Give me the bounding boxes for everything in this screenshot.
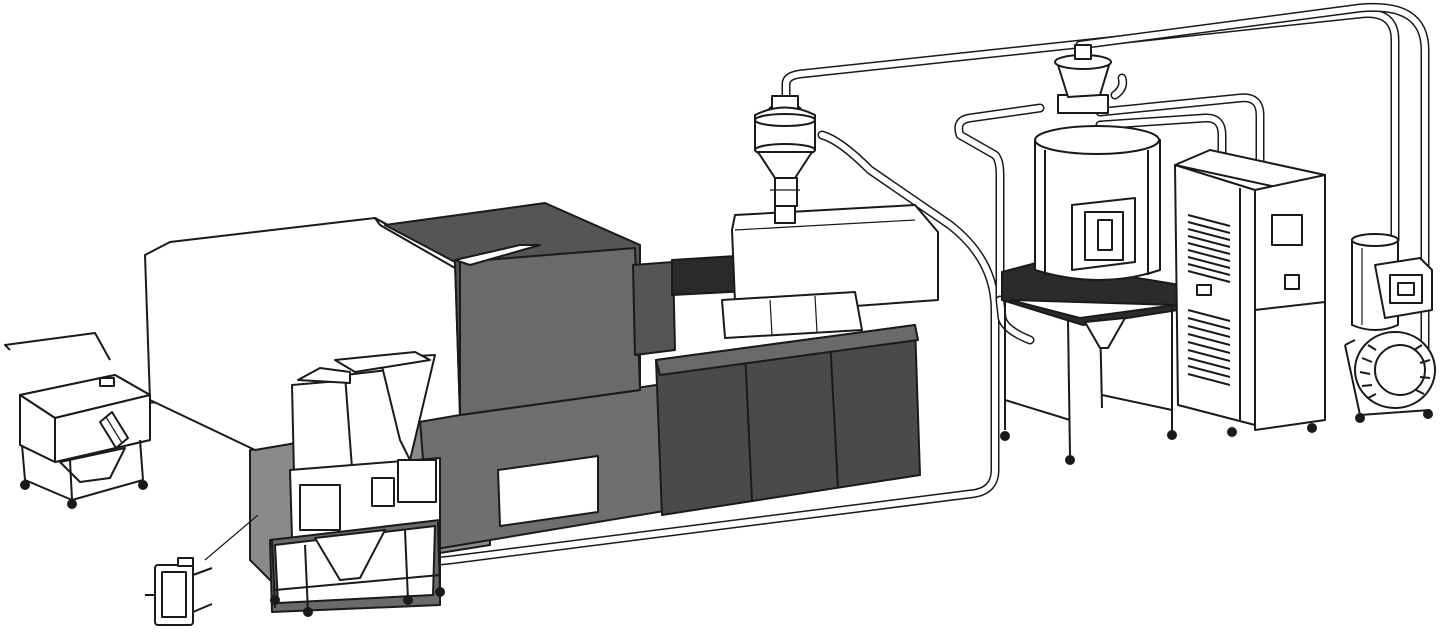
hopper-loader bbox=[754, 95, 816, 207]
injection-molding-machine bbox=[144, 202, 939, 581]
quick-change-valve bbox=[145, 514, 259, 626]
hopper-dryer bbox=[1000, 44, 1181, 465]
blower-fins bbox=[1359, 344, 1431, 399]
dehumidifier-dryer bbox=[1174, 149, 1326, 437]
dryer-vent-upper bbox=[1187, 214, 1231, 283]
material-cart bbox=[4, 332, 151, 509]
gravimetric-blender bbox=[269, 351, 445, 617]
dryer-vent-lower bbox=[1187, 309, 1231, 386]
vacuum-loader bbox=[1344, 233, 1436, 423]
auger-loader bbox=[99, 411, 129, 449]
